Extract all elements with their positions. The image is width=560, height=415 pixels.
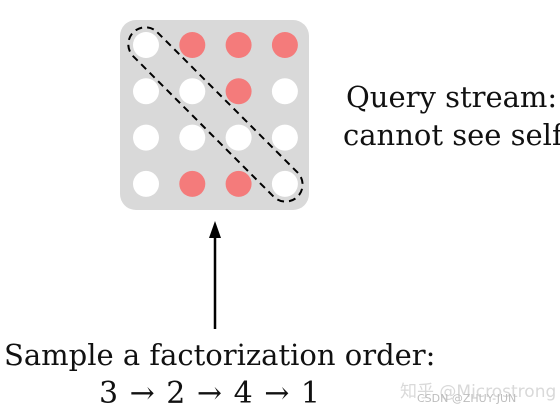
mask-dots bbox=[133, 32, 298, 197]
csdn-watermark: CSDN @ZHUY-JUN bbox=[417, 392, 517, 405]
mask-dot-r3-c1 bbox=[133, 124, 159, 151]
mask-matrix-panel bbox=[120, 20, 309, 210]
mask-dot-r2-c3 bbox=[225, 78, 252, 105]
mask-dot-r2-c4 bbox=[271, 78, 298, 105]
mask-dot-r4-c1 bbox=[133, 170, 159, 197]
factorization-order-sequence: 3 → 2 → 4 → 1 bbox=[99, 376, 321, 411]
mask-dot-r3-c4 bbox=[271, 124, 298, 151]
query-stream-caption: cannot see self bbox=[343, 118, 560, 152]
mask-dot-r4-c2 bbox=[179, 170, 206, 197]
diagonal-dashed-outline bbox=[127, 26, 304, 203]
mask-dot-r2-c2 bbox=[179, 78, 206, 105]
mask-dot-r1-c2 bbox=[179, 32, 206, 58]
mask-dot-r3-c2 bbox=[179, 124, 206, 151]
mask-dot-r1-c4 bbox=[271, 32, 298, 58]
zhihu-watermark: 知乎 @Microstrong bbox=[400, 382, 557, 402]
mask-dot-r1-c1 bbox=[133, 32, 159, 58]
mask-dot-r4-c4 bbox=[271, 170, 298, 197]
factorization-order-heading: Sample a factorization order: bbox=[4, 338, 436, 372]
mask-dot-r1-c3 bbox=[225, 32, 252, 58]
mask-dot-r4-c3 bbox=[225, 170, 252, 197]
mask-dot-r2-c1 bbox=[133, 78, 159, 105]
mask-dot-r3-c3 bbox=[225, 124, 252, 151]
query-stream-title: Query stream: bbox=[346, 80, 558, 114]
arrow-head-icon bbox=[209, 221, 221, 238]
